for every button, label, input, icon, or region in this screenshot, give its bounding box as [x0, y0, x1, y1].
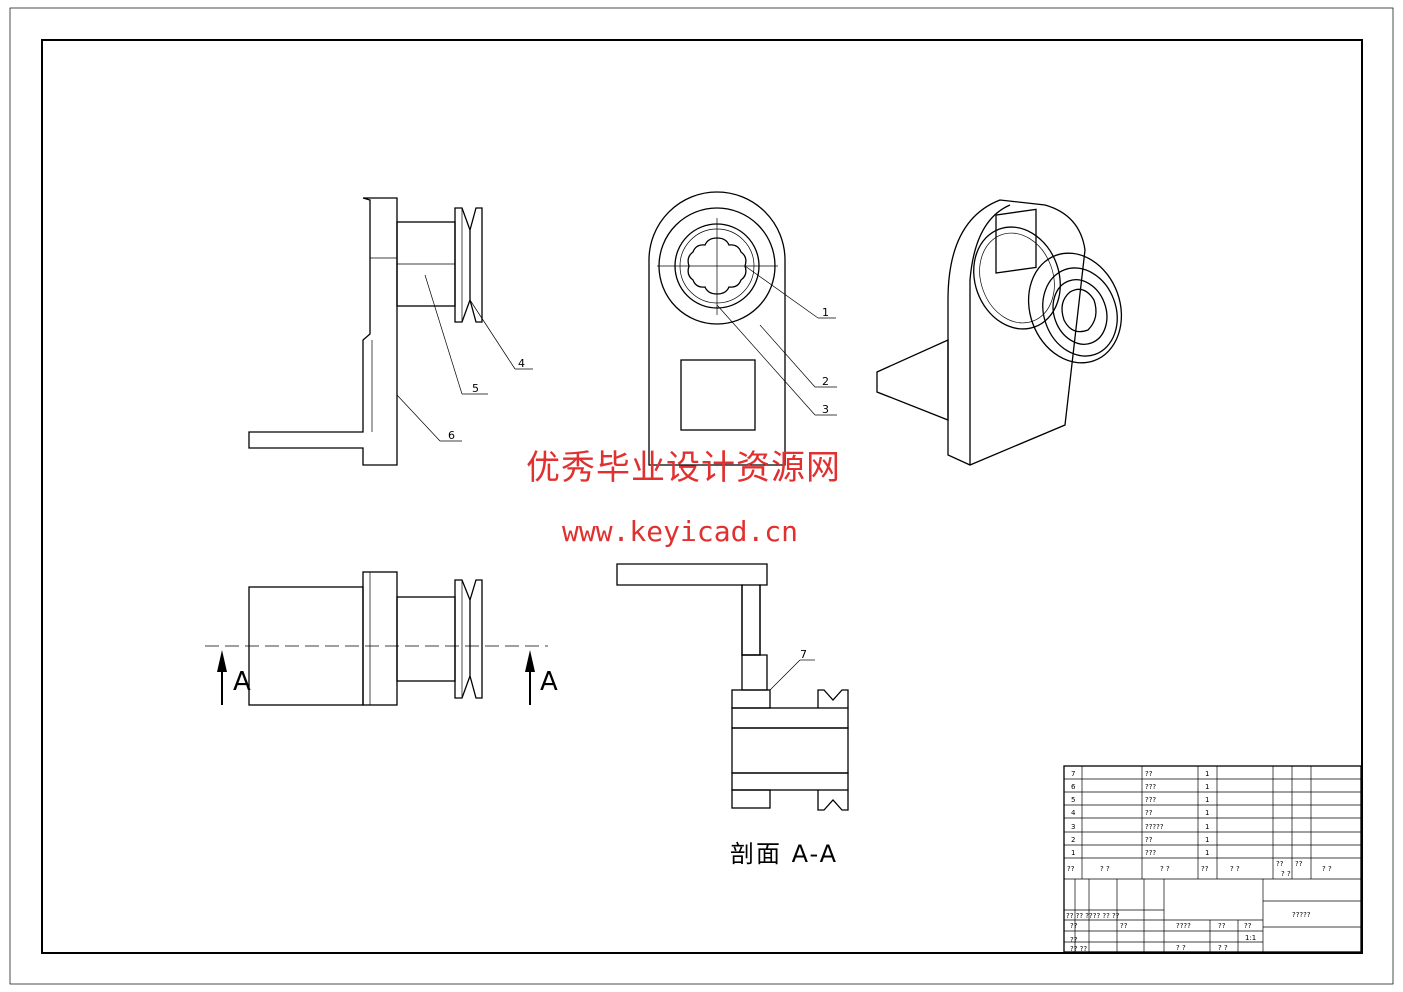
parts-row-6-no: 6 [1071, 783, 1076, 791]
section-title: 剖面 A-A [730, 840, 838, 868]
title-row-3: ?? [1070, 936, 1078, 944]
section-view [616, 563, 849, 811]
parts-row-5-no: 5 [1071, 796, 1075, 804]
label-4: 4 [518, 357, 525, 370]
parts-row-5-name: ??? [1145, 796, 1156, 804]
top-view [205, 571, 548, 706]
cut-marker-right: A [540, 667, 558, 697]
label-2: 2 [822, 375, 829, 388]
parts-row-2-name: ?? [1145, 836, 1153, 844]
label-7: 7 [800, 648, 807, 661]
title-row-4: ?? ?? [1070, 945, 1087, 953]
parts-header-4: ? ? [1230, 865, 1240, 873]
parts-row-7-qty: 1 [1205, 770, 1209, 778]
label-5: 5 [472, 382, 479, 395]
watermark-url: www.keyicad.cn [562, 515, 799, 548]
side-view [248, 197, 533, 466]
label-1: 1 [822, 306, 829, 319]
parts-row-4-no: 4 [1071, 809, 1076, 817]
parts-row-3-qty: 1 [1205, 823, 1209, 831]
parts-row-1-qty: 1 [1205, 849, 1209, 857]
title-row-1: ?? [1070, 922, 1078, 930]
parts-header-6: ?? [1295, 860, 1303, 868]
drawing-title: ????? [1292, 911, 1311, 919]
parts-row-7-name: ?? [1145, 770, 1153, 778]
label-6: 6 [448, 429, 455, 442]
stage-cell-4: ? ? [1176, 944, 1186, 952]
cut-marker-left: A [233, 667, 251, 697]
isometric-view [876, 199, 1123, 466]
parts-row-6-qty: 1 [1205, 783, 1209, 791]
stage-cell-1: ?? [1218, 922, 1226, 930]
parts-header-2: ? ? [1160, 865, 1170, 873]
parts-row-2-no: 2 [1071, 836, 1075, 844]
parts-header-0: ?? [1067, 865, 1075, 873]
parts-row-4-name: ?? [1145, 809, 1153, 817]
label-3: 3 [822, 403, 829, 416]
parts-header-5: ?? [1276, 860, 1284, 868]
stage-cell-0: ???? [1176, 922, 1191, 930]
parts-row-7-no: 7 [1071, 770, 1075, 778]
parts-row-1-name: ??? [1145, 849, 1156, 857]
outer-border [9, 7, 1394, 985]
title-row-2: ?? [1120, 922, 1128, 930]
inner-frame [41, 39, 1363, 954]
parts-row-3-name: ????? [1145, 823, 1164, 831]
parts-row-3-no: 3 [1071, 823, 1075, 831]
parts-header-7: ? ? [1281, 870, 1291, 878]
parts-header-1: ? ? [1100, 865, 1110, 873]
parts-row-4-qty: 1 [1205, 809, 1209, 817]
parts-row-2-qty: 1 [1205, 836, 1209, 844]
parts-header-8: ? ? [1322, 865, 1332, 873]
parts-row-5-qty: 1 [1205, 796, 1209, 804]
parts-row-1-no: 1 [1071, 849, 1075, 857]
stage-cell-3: 1:1 [1245, 934, 1256, 942]
stage-cell-5: ? ? [1218, 944, 1228, 952]
title-block [1063, 765, 1362, 953]
parts-header-3: ?? [1201, 865, 1209, 873]
title-row-0: ?? ?? ???? ?? ?? [1066, 912, 1120, 920]
front-view [648, 191, 837, 466]
parts-row-6-name: ??? [1145, 783, 1156, 791]
stage-cell-2: ?? [1244, 922, 1252, 930]
watermark-text: 优秀毕业设计资源网 [526, 448, 841, 488]
